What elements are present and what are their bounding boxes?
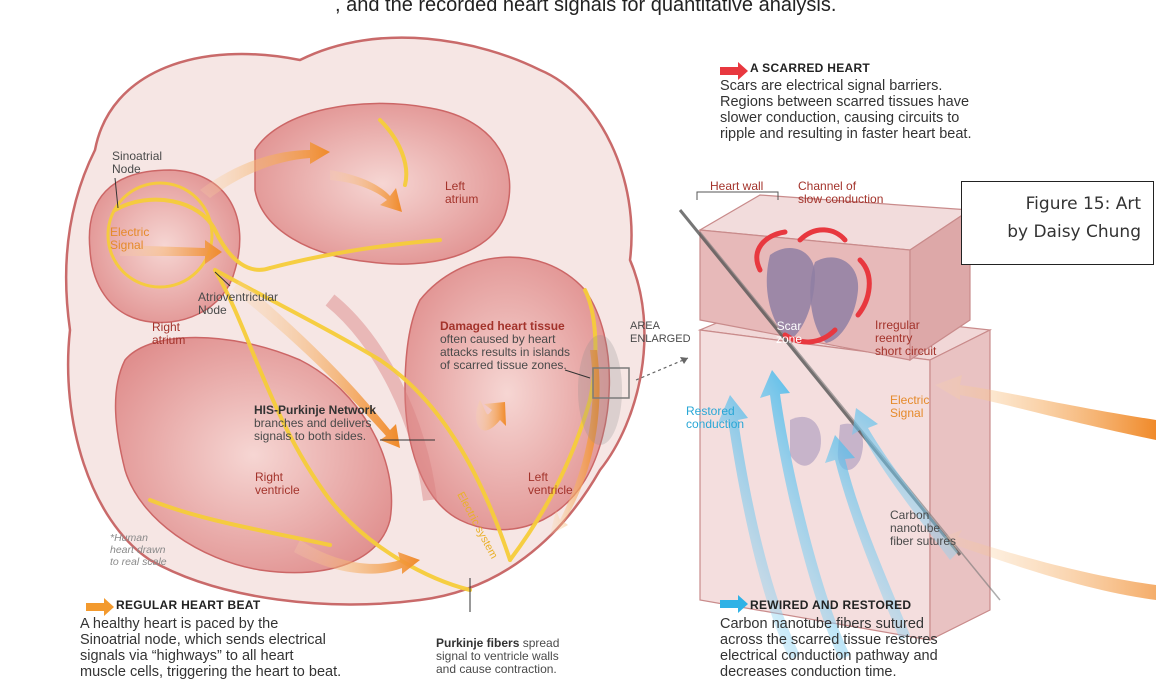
regular-heading: REGULAR HEART BEAT xyxy=(86,598,416,612)
figure-caption-line2: by Daisy Chung xyxy=(962,218,1141,246)
carbon-nanotube-label: Carbon nanotube fiber sutures xyxy=(890,509,956,548)
rewired-section: REWIRED AND RESTORED Carbon nanotube fib… xyxy=(720,598,1050,680)
regular-section: REGULAR HEART BEAT A healthy heart is pa… xyxy=(86,598,416,680)
regular-line: A healthy heart is paced by the xyxy=(80,616,416,632)
his-purkinje-label: HIS-Purkinje Network branches and delive… xyxy=(254,404,376,443)
rewired-line: across the scarred tissue restores xyxy=(720,632,1050,648)
scarred-section: A SCARRED HEART Scars are electrical sig… xyxy=(720,61,1080,142)
scale-note: *Human heart drawn to real scale xyxy=(110,532,167,568)
heart-wall-label: Heart wall xyxy=(710,180,763,193)
rewired-line: Carbon nanotube fibers sutured xyxy=(720,616,1050,632)
rewired-line: decreases conduction time. xyxy=(720,664,1050,680)
rewired-line: electrical conduction pathway and xyxy=(720,648,1050,664)
rewired-heading: REWIRED AND RESTORED xyxy=(720,598,1050,612)
scarred-line: ripple and resulting in faster heart bea… xyxy=(720,126,1080,142)
figure-caption: Figure 15: Art by Daisy Chung xyxy=(961,181,1154,265)
scarred-line: slower conduction, causing circuits to xyxy=(720,110,1080,126)
top-caption: , and the recorded heart signals for qua… xyxy=(335,0,836,17)
regular-line: signals via “highways” to all heart xyxy=(80,648,416,664)
scarred-line: Regions between scarred tissues have xyxy=(720,94,1080,110)
regular-line: muscle cells, triggering the heart to be… xyxy=(80,664,416,680)
purkinje-fibers-label: Purkinje fibers spread signal to ventric… xyxy=(436,637,559,676)
regular-line: Sinoatrial node, which sends electrical xyxy=(80,632,416,648)
scarred-heading: A SCARRED HEART xyxy=(720,61,1080,75)
figure-caption-line1: Figure 15: Art xyxy=(962,190,1141,218)
irregular-reentry-label: Irregular reentry short circuit xyxy=(875,319,936,358)
damaged-tissue-label: Damaged heart tissue often caused by hea… xyxy=(440,320,570,372)
scarred-line: Scars are electrical signal barriers. xyxy=(720,78,1080,94)
